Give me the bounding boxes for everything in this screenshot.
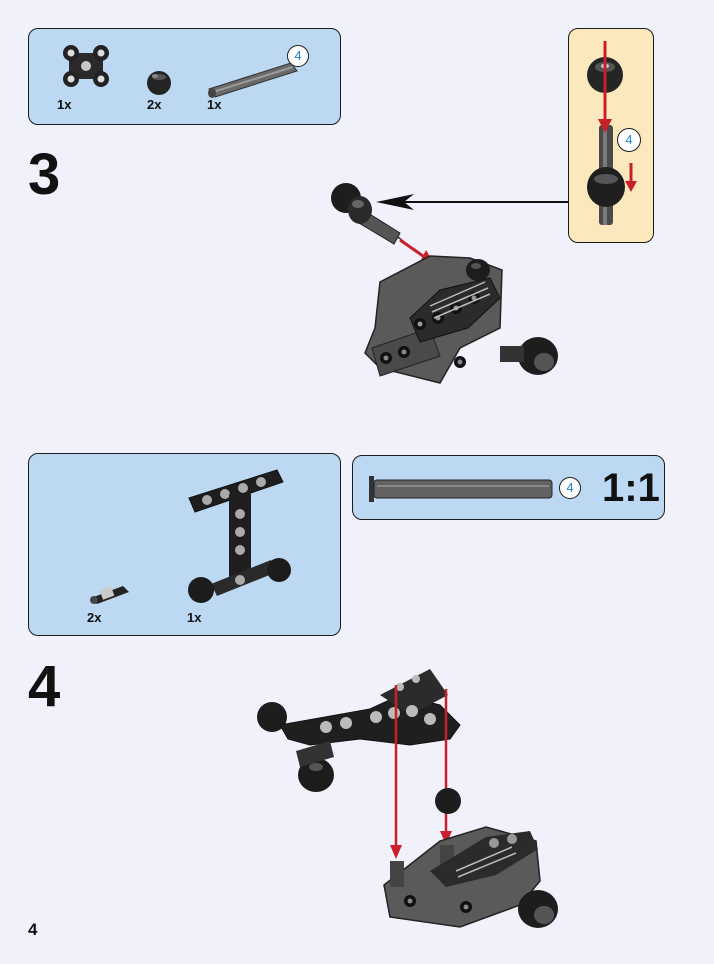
step4-scale-panel: 4 1:1 — [352, 455, 665, 520]
red-down-arrow-icon — [595, 39, 615, 135]
step4-base-frame-icon — [384, 788, 558, 928]
callout-ball-joint-mounted-icon — [585, 165, 627, 209]
red-down-arrow-small-icon — [624, 163, 638, 193]
arm-subassembly-part-icon — [181, 464, 301, 604]
step3-model-illustration — [320, 178, 570, 393]
callout-length-badge: 4 — [617, 128, 641, 152]
step4-part1-qty: 2x — [87, 610, 101, 625]
axle-scale-icon — [369, 476, 555, 502]
scale-label: 1:1 — [602, 468, 660, 508]
scale-length-badge: 4 — [559, 477, 581, 499]
pin-part-icon — [87, 582, 133, 604]
step4-arm-icon — [257, 669, 460, 792]
step3-part2-qty: 2x — [147, 97, 161, 112]
step3-parts-panel: 1x 2x 1x 4 — [28, 28, 341, 125]
step3-part3-qty: 1x — [207, 97, 221, 112]
step3-axle-with-ball-icon — [331, 183, 408, 244]
step3-number: 3 — [28, 146, 60, 204]
step4-part2-qty: 1x — [187, 610, 201, 625]
step3-part1-qty: 1x — [57, 97, 71, 112]
step4-number: 4 — [28, 658, 60, 716]
step4-model-illustration — [250, 665, 570, 935]
step3-base-frame-icon — [365, 256, 558, 383]
axle-length-badge: 4 — [287, 45, 309, 67]
step3-callout-panel: 4 — [568, 28, 654, 243]
cross-connector-part-icon — [57, 39, 117, 99]
step4-parts-panel: 2x 1x — [28, 453, 341, 636]
page-number: 4 — [28, 920, 37, 940]
ball-joint-part-icon — [146, 69, 172, 97]
